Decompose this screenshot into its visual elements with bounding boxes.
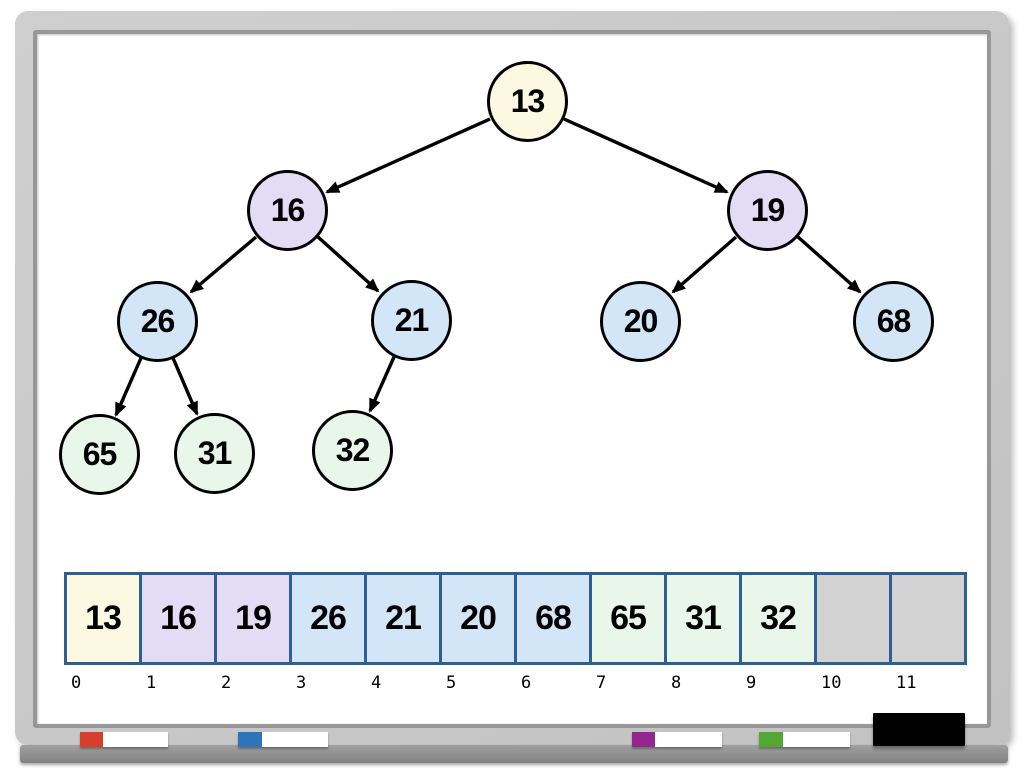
array-index-5: 5 [446,673,457,693]
array-cell-0[interactable]: 13 [67,575,139,662]
tree-node-19[interactable]: 19 [727,170,808,251]
array-index-10: 10 [821,673,842,693]
tree-node-16[interactable]: 16 [247,170,328,251]
tree-node-32[interactable]: 32 [312,410,393,491]
array-index-11: 11 [896,673,917,693]
purple-marker-cap-icon [632,732,655,747]
array-cell-6[interactable]: 68 [514,575,589,662]
tree-edge-19-20 [671,235,738,294]
blue-marker-body [262,732,328,747]
heap-array: 13 16 19 26 21 20 68 65 31 32 [64,572,967,665]
tree-edge-16-26 [189,235,258,294]
purple-marker[interactable] [632,732,722,747]
array-index-4: 4 [371,673,382,693]
tree-edge-19-68 [796,235,862,294]
array-cell-3[interactable]: 26 [289,575,364,662]
tree-node-31[interactable]: 31 [174,413,255,494]
tree-node-root[interactable]: 13 [487,61,568,142]
array-cell-2[interactable]: 19 [214,575,289,662]
green-marker-cap-icon [759,732,783,747]
red-marker-body [103,732,168,747]
array-index-3: 3 [296,673,307,693]
tree-node-65[interactable]: 65 [59,414,140,495]
tree-edge-13-16 [325,117,491,194]
array-index-7: 7 [596,673,607,693]
tree-node-21[interactable]: 21 [371,280,452,361]
array-cell-4[interactable]: 21 [364,575,439,662]
tree-node-20[interactable]: 20 [600,281,681,362]
eraser[interactable] [873,713,965,746]
tree-node-26[interactable]: 26 [117,281,198,362]
array-index-6: 6 [521,673,532,693]
array-index-1: 1 [146,673,157,693]
tree-edge-13-19 [563,117,729,194]
tree-edge-16-21 [316,235,380,293]
array-cell-5[interactable]: 20 [439,575,514,662]
blue-marker[interactable] [238,732,328,747]
marker-tray [20,745,1008,763]
array-cell-1[interactable]: 16 [139,575,214,662]
array-cell-10[interactable] [814,575,889,662]
tree-node-68[interactable]: 68 [853,281,934,362]
array-index-0: 0 [71,673,82,693]
array-cell-9[interactable]: 32 [739,575,814,662]
purple-marker-body [655,732,722,747]
red-marker-cap-icon [80,732,103,747]
green-marker-body [783,732,850,747]
tree-edge-26-31 [171,357,199,416]
green-marker[interactable] [759,732,850,747]
blue-marker-cap-icon [238,732,262,747]
tree-edge-26-65 [114,357,143,417]
red-marker[interactable] [80,732,168,747]
tree-edge-21-32 [368,356,396,413]
array-cell-7[interactable]: 65 [589,575,664,662]
array-cell-11[interactable] [889,575,964,662]
array-index-8: 8 [671,673,682,693]
array-index-2: 2 [221,673,232,693]
array-cell-8[interactable]: 31 [664,575,739,662]
array-index-9: 9 [746,673,757,693]
